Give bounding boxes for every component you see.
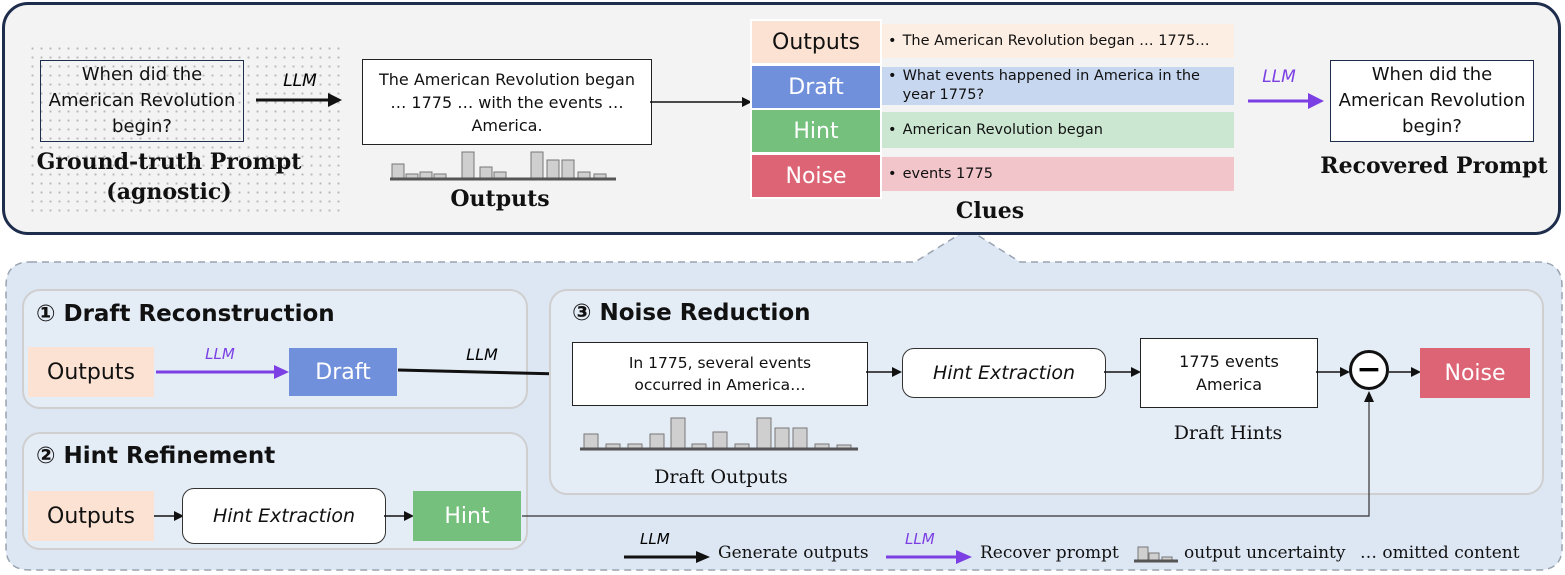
section1-recover-arrow — [156, 365, 289, 379]
llm-label-generate: LLM — [283, 71, 317, 91]
section1-llm-label: LLM — [205, 345, 235, 363]
ground-truth-prompt-box: When did the American Revolution begin? — [40, 60, 244, 142]
clue-text-outputs: •The American Revolution began … 1775… — [882, 24, 1234, 58]
clue-text-draft-value: What events happened in America in the y… — [902, 68, 1200, 103]
ground-truth-prompt-text: When did the American Revolution begin? — [48, 64, 236, 137]
legend-omitted-text: … omitted content — [1360, 543, 1520, 563]
clue-label-hint: Hint — [752, 110, 880, 152]
draft-hints-text: 1775 events America — [1179, 352, 1279, 394]
clue-text-outputs-value: The American Revolution began … 1775… — [902, 32, 1210, 49]
clue-text-noise: •events 1775 — [882, 157, 1234, 191]
legend-generate-text: Generate outputs — [718, 543, 869, 563]
section3-arrow-4 — [1389, 367, 1421, 377]
legend-generate-arrow — [624, 551, 710, 563]
clue-label-outputs: Outputs — [752, 21, 880, 63]
llm-label-recover: LLM — [1262, 67, 1296, 87]
outputs-box: The American Revolution began … 1775 … w… — [362, 59, 652, 145]
recovered-caption: Recovered Prompt — [1320, 153, 1548, 179]
clue-text-hint-value: American Revolution began — [902, 121, 1103, 138]
outputs-text: The American Revolution began … 1775 … w… — [379, 69, 635, 135]
clue-label-noise: Noise — [752, 155, 880, 197]
draft-output-box: In 1775, several events occurred in Amer… — [572, 342, 868, 406]
outputs-caption: Outputs — [450, 186, 550, 212]
clue-text-noise-value: events 1775 — [902, 165, 993, 182]
draft-output-text: In 1775, several events occurred in Amer… — [628, 354, 812, 394]
draft-outputs-caption: Draft Outputs — [654, 466, 788, 488]
uncertainty-bars-outputs — [390, 151, 616, 181]
recovered-prompt-box: When did the American Revolution begin? — [1330, 60, 1534, 142]
clue-text-draft: •What events happened in America in the … — [882, 67, 1234, 105]
minus-operator-icon: − — [1349, 350, 1389, 390]
uncertainty-bars-draft — [580, 417, 858, 451]
section3-arrow-3 — [1316, 367, 1350, 377]
ground-truth-caption-sub: (agnostic) — [106, 179, 232, 205]
draft-hints-box: 1775 events America — [1140, 338, 1318, 408]
ground-truth-area — [28, 44, 346, 216]
section2-arrow-2 — [384, 511, 414, 521]
section3-arrow-1 — [866, 367, 902, 377]
recovered-prompt-text: When did the American Revolution begin? — [1338, 64, 1526, 137]
section1-title: ① Draft Reconstruction — [36, 301, 335, 327]
llm-recover-arrow — [1248, 93, 1324, 109]
section3-noise-chip: Noise — [1420, 348, 1530, 398]
outputs-to-clues-arrow — [650, 97, 752, 107]
legend-llm-label-2: LLM — [905, 530, 935, 548]
legend-uncertainty-text: output uncertainty — [1184, 543, 1346, 563]
clues-caption: Clues — [955, 198, 1025, 224]
llm-generate-arrow — [256, 93, 342, 107]
hint-to-minus-connector — [522, 391, 1374, 517]
section3-arrow-2 — [1104, 367, 1141, 377]
section1-llm-out-label: LLM — [466, 344, 498, 364]
draft-hints-caption: Draft Hints — [1173, 422, 1283, 444]
section3-hint-extraction-box: Hint Extraction — [902, 348, 1106, 398]
section1-draft-chip: Draft — [289, 348, 397, 396]
minus-symbol: − — [1356, 352, 1382, 387]
legend-llm-label-1: LLM — [640, 530, 670, 548]
section2-title: ② Hint Refinement — [36, 443, 276, 469]
legend-uncertainty-icon — [1134, 546, 1178, 563]
section2-outputs-chip: Outputs — [28, 491, 154, 541]
section2-hint-extraction-box: Hint Extraction — [182, 488, 386, 544]
clue-text-hint: •American Revolution began — [882, 112, 1234, 148]
section2-arrow-1 — [154, 511, 184, 521]
section1-outputs-chip: Outputs — [28, 347, 154, 397]
legend-recover-text: Recover prompt — [980, 543, 1119, 563]
legend-recover-arrow — [886, 550, 972, 564]
ground-truth-caption: Ground-truth Prompt — [36, 149, 302, 175]
section3-title: ③ Noise Reduction — [572, 300, 811, 326]
clue-label-draft: Draft — [752, 66, 880, 108]
section2-hint-chip: Hint — [413, 491, 521, 541]
